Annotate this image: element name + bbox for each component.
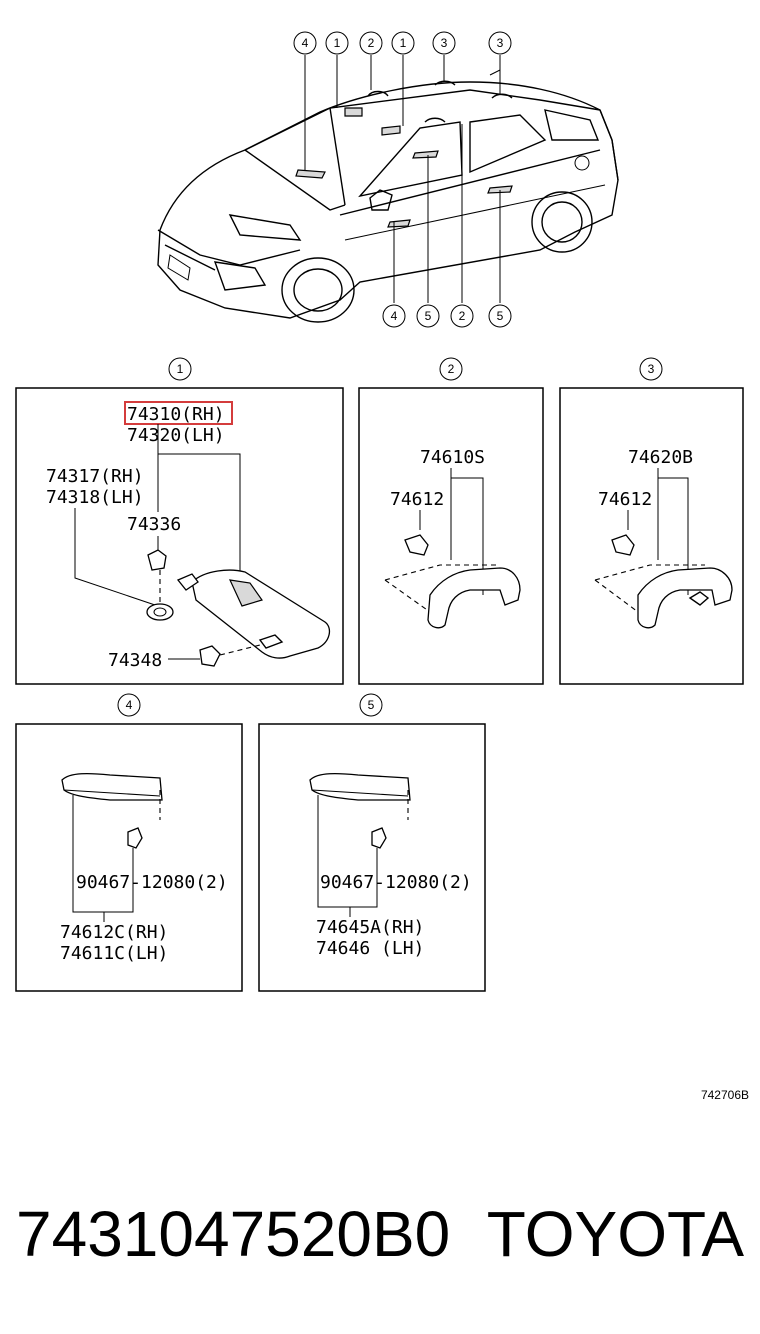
panel-number: 4: [126, 698, 133, 712]
panel-frame: [559, 387, 744, 685]
part-label-74620b[interactable]: 74620B: [628, 447, 693, 468]
bottom-callout: 5: [497, 309, 504, 323]
part-label-90467[interactable]: 90467-12080(2): [76, 872, 228, 893]
bottom-callout: 2: [459, 309, 466, 323]
pillar-grip-icon: [61, 772, 163, 801]
bottom-callout: 5: [425, 309, 432, 323]
panel-number: 3: [648, 362, 655, 376]
top-callout: 3: [441, 36, 448, 50]
part-label-74612[interactable]: 74612: [598, 489, 652, 510]
panel-number: 1: [177, 362, 184, 376]
part-label-74317[interactable]: 74317(RH): [46, 466, 144, 487]
bracket-icon: [199, 645, 221, 667]
panel-4: 4 90467-12080(2) 74612C(RH) 74611C(LH): [15, 693, 243, 992]
top-callout: 2: [368, 36, 375, 50]
car-illustration: [157, 55, 619, 323]
pillar-grip-icon: [309, 772, 411, 801]
bottom-callouts: 4 5 2 5: [382, 304, 512, 328]
bottom-callout: 4: [391, 309, 398, 323]
screw-icon: [127, 827, 143, 849]
part-label-74646[interactable]: 74646 (LH): [316, 938, 424, 959]
part-number-title: 7431047520B0: [16, 1198, 450, 1270]
brand-title: TOYOTA: [487, 1198, 745, 1270]
panel-number: 2: [448, 362, 455, 376]
panel-frame: [358, 387, 544, 685]
panel-1: 1 74310(RH) 74320(LH) 74317(RH) 74318(LH…: [15, 357, 344, 685]
part-label-74611c[interactable]: 74611C(LH): [60, 943, 168, 964]
highlight-box: [124, 401, 233, 425]
panel-frame: [258, 723, 486, 992]
part-label-74348[interactable]: 74348: [108, 650, 162, 671]
assist-grip-icon: [427, 567, 521, 629]
screw-icon: [371, 827, 387, 849]
part-label-90467[interactable]: 90467-12080(2): [320, 872, 472, 893]
panel-3: 3 74620B 74612: [559, 357, 744, 685]
holder-icon: [146, 603, 174, 621]
panel-2: 2 74610S 74612: [358, 357, 544, 685]
top-callouts: 4 1 2 1 3 3: [293, 31, 512, 55]
handle-cap-icon: [404, 534, 429, 556]
clip-icon: [147, 549, 167, 571]
part-label-74645a[interactable]: 74645A(RH): [316, 917, 424, 938]
top-callout: 1: [400, 36, 407, 50]
part-label-74610s[interactable]: 74610S: [420, 447, 485, 468]
panel-frame: [15, 723, 243, 992]
part-label-74612c[interactable]: 74612C(RH): [60, 922, 168, 943]
part-label-74320[interactable]: 74320(LH): [127, 425, 225, 446]
top-callout: 3: [497, 36, 504, 50]
part-label-74612[interactable]: 74612: [390, 489, 444, 510]
panel-number: 5: [368, 698, 375, 712]
part-label-74310[interactable]: 74310(RH): [127, 404, 225, 425]
part-label-74336[interactable]: 74336: [127, 514, 181, 535]
top-callout: 1: [334, 36, 341, 50]
assist-grip-hook-icon: [637, 567, 733, 629]
diagram-reference: 742706B: [701, 1088, 749, 1102]
sun-visor-icon: [191, 569, 331, 659]
panel-frame: [15, 387, 344, 685]
panel-5: 5 90467-12080(2) 74645A(RH) 74646 (LH): [258, 693, 486, 992]
handle-cap-icon: [611, 534, 635, 556]
top-callout: 4: [302, 36, 309, 50]
part-label-74318[interactable]: 74318(LH): [46, 487, 144, 508]
